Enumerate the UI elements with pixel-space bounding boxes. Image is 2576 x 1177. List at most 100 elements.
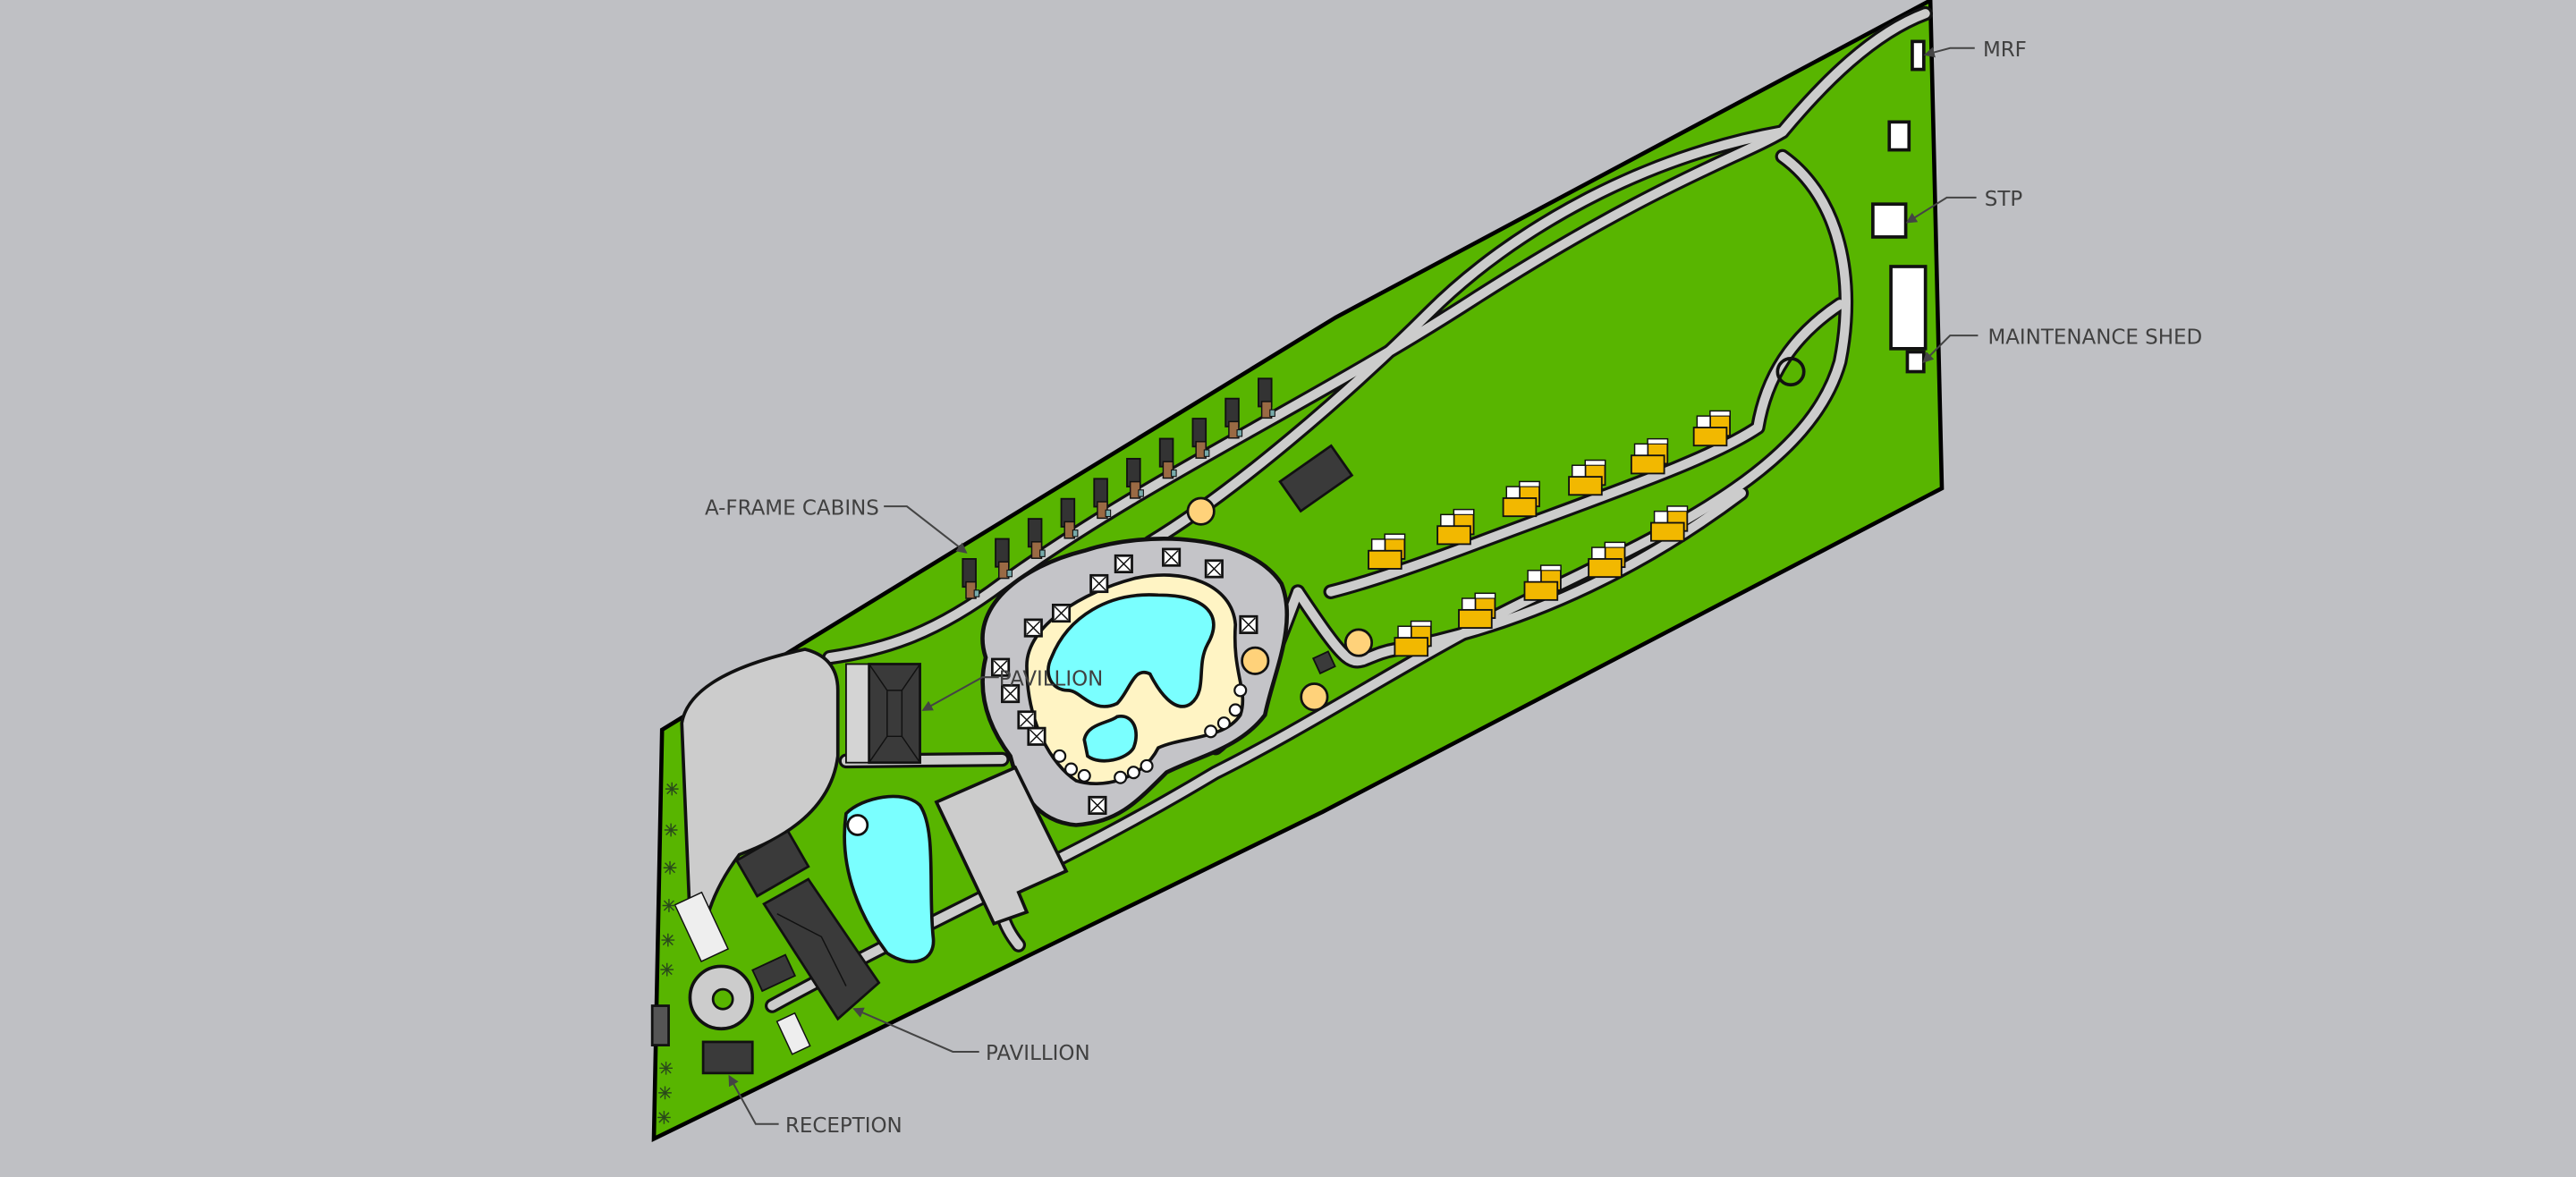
villa-deck xyxy=(1604,542,1626,548)
restaurant-building xyxy=(734,829,810,898)
lounger xyxy=(1162,547,1182,567)
utility-building xyxy=(1887,120,1911,152)
a-frame-cabin xyxy=(1027,518,1046,559)
utility-buildings xyxy=(1871,39,1928,374)
villa-deck xyxy=(1540,564,1562,572)
a-frame-tub xyxy=(1203,449,1210,457)
villa-cabin xyxy=(1650,505,1689,542)
entrance-gate xyxy=(650,1004,670,1046)
lounger-cross xyxy=(1026,621,1041,635)
villa-cabin xyxy=(1523,564,1562,601)
a-frame-cabin xyxy=(1126,457,1144,499)
villa-deck xyxy=(1666,505,1688,512)
villa-cabin xyxy=(1692,410,1731,447)
lounger xyxy=(1027,726,1046,746)
lounger xyxy=(1204,559,1224,579)
annotations: A-FRAME CABINS PAVILLION PAVILLION RECEP… xyxy=(705,38,2202,1138)
palm-tree xyxy=(660,962,674,977)
villa-deck xyxy=(1647,438,1668,445)
lounger-cross xyxy=(1164,550,1179,564)
lounger-cross xyxy=(1020,713,1034,727)
lounger-cross xyxy=(1054,605,1069,621)
table xyxy=(1233,683,1248,698)
table xyxy=(1114,770,1128,784)
table xyxy=(1053,749,1067,763)
kids-pool xyxy=(1082,715,1138,763)
lounger xyxy=(1023,618,1043,638)
lounger xyxy=(1114,554,1133,574)
label-pavillion-upper: PAVILLION xyxy=(999,667,1104,690)
kiosk xyxy=(1311,650,1336,675)
lounger-cross xyxy=(1030,729,1044,744)
a-frame-tub xyxy=(1269,409,1275,418)
lounger xyxy=(1239,614,1258,634)
palm-tree xyxy=(665,782,679,796)
a-frame-cabin xyxy=(1060,497,1079,539)
villa-body xyxy=(1523,580,1559,601)
pavillion-lower-building xyxy=(751,877,881,1021)
villa-cabin xyxy=(1394,620,1432,657)
lounger xyxy=(1001,683,1021,704)
table xyxy=(1064,762,1079,776)
villa-cabins xyxy=(1368,410,1731,657)
lounger-cross xyxy=(1116,556,1131,572)
villa-body xyxy=(1458,608,1493,629)
fountain xyxy=(846,814,869,836)
villa-body xyxy=(1692,427,1728,447)
table xyxy=(1228,703,1242,717)
villa-cabin xyxy=(1502,480,1540,518)
a-frame-cabin xyxy=(1093,478,1112,520)
a-frame-tub xyxy=(1006,569,1013,578)
label-reception: RECEPTION xyxy=(785,1114,902,1138)
palm-tree xyxy=(658,1086,672,1100)
villa-body xyxy=(1568,476,1603,496)
a-frame-tub xyxy=(1138,489,1144,497)
reception-building xyxy=(701,1040,754,1075)
dark-building xyxy=(1278,444,1354,513)
villa-cabin xyxy=(1368,533,1406,570)
label-a-frame-cabins: A-FRAME CABINS xyxy=(705,496,879,520)
maintenance-shed xyxy=(1905,350,1926,374)
villa-body xyxy=(1650,521,1685,542)
villa-deck xyxy=(1453,509,1475,515)
a-frame-cabin xyxy=(1224,397,1243,439)
label-mrf: MRF xyxy=(1983,38,2027,62)
palm-tree xyxy=(663,860,677,875)
a-frame-tub xyxy=(1072,529,1079,538)
mrf-building xyxy=(1911,39,1926,72)
lounger-cross xyxy=(1207,562,1222,576)
sports-court xyxy=(934,765,1069,926)
lounger-cross xyxy=(1003,686,1018,701)
lounger xyxy=(1051,603,1072,623)
lounger xyxy=(1089,573,1109,594)
villa-deck xyxy=(1384,533,1405,540)
villa-deck xyxy=(1709,411,1731,417)
a-frame-tub xyxy=(1105,509,1112,518)
villa-cabin xyxy=(1568,459,1606,496)
lounger-cross xyxy=(1091,576,1106,591)
a-frame-tub xyxy=(973,589,980,597)
palm-tree xyxy=(664,823,678,837)
table xyxy=(1077,768,1091,783)
palm-tree xyxy=(659,1061,673,1075)
a-frame-tub xyxy=(1171,469,1177,478)
villa-cabin xyxy=(1458,592,1496,629)
villa-body xyxy=(1630,454,1665,475)
palm-tree xyxy=(657,1111,671,1124)
lounger-cross xyxy=(1090,798,1105,813)
maintenance-shed-main xyxy=(1889,265,1928,351)
palm-tree xyxy=(661,933,675,947)
table xyxy=(1140,758,1154,773)
umbrella xyxy=(1186,496,1216,526)
a-frame-cabin xyxy=(995,538,1013,580)
lounger xyxy=(1088,795,1107,816)
parking-stalls xyxy=(674,891,811,1055)
villa-deck xyxy=(1474,592,1496,599)
sun-loungers xyxy=(991,547,1258,816)
villa-cabin xyxy=(1436,508,1475,546)
table xyxy=(1126,766,1140,780)
label-maintenance-shed: MAINTENANCE SHED xyxy=(1987,326,2202,349)
villa-deck xyxy=(1411,621,1432,627)
pavillion-upper-pad xyxy=(845,663,870,764)
